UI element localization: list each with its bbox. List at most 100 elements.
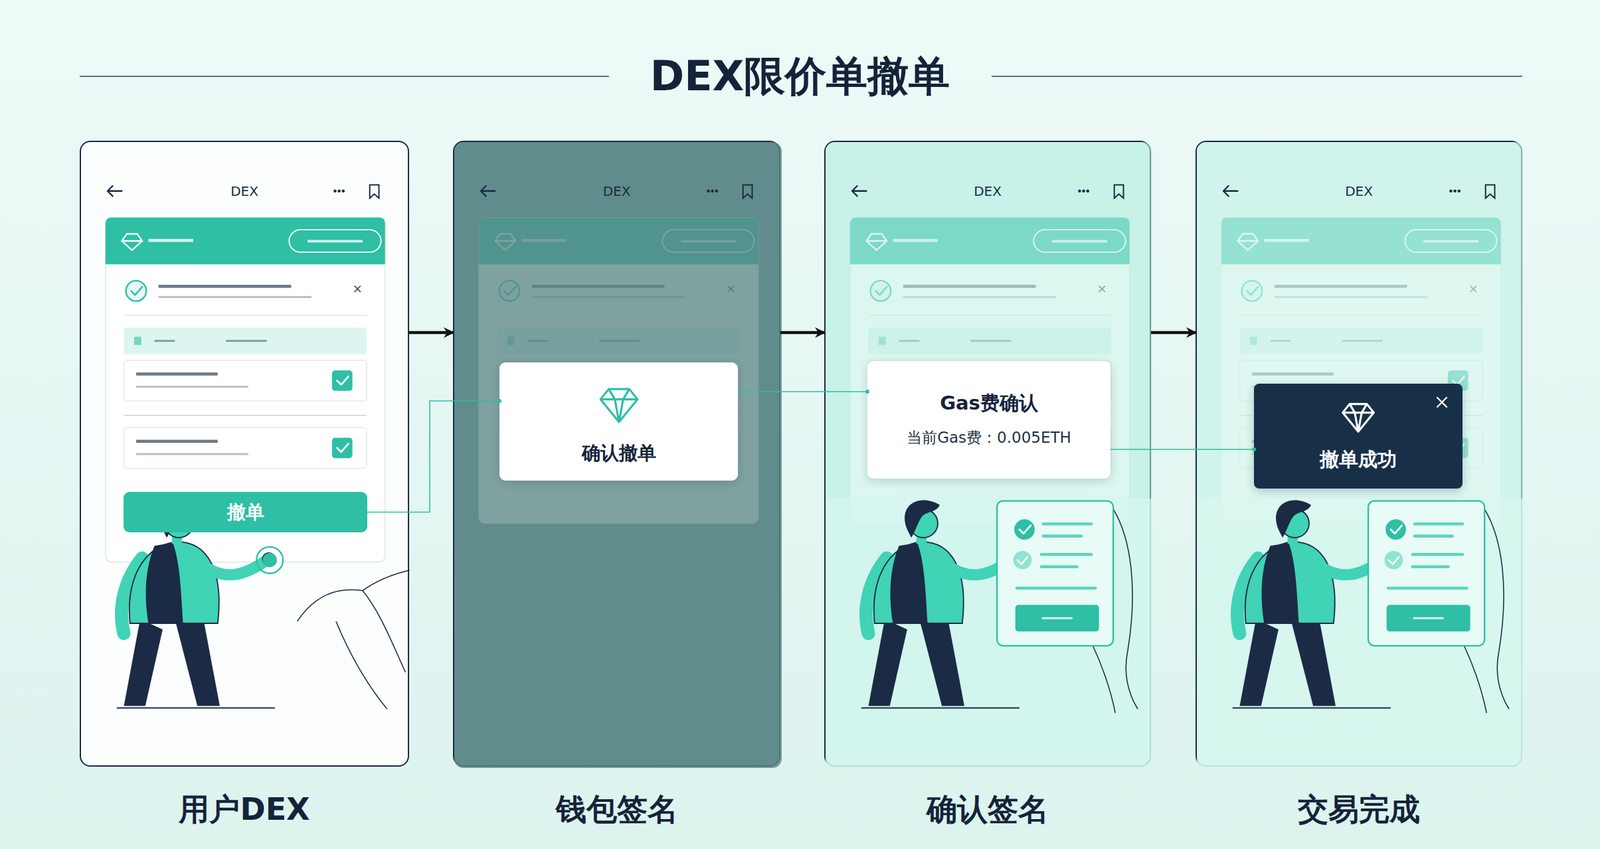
vest bbox=[890, 543, 928, 624]
screen-header: DEX bbox=[81, 181, 408, 201]
torso bbox=[1245, 541, 1335, 624]
vest bbox=[1261, 543, 1300, 624]
flow-connector bbox=[367, 401, 500, 513]
bookmark-icon bbox=[1114, 185, 1124, 199]
diagram-title: DEX限价单撤单 bbox=[0, 52, 1600, 101]
text-bar bbox=[1411, 553, 1465, 557]
app-card bbox=[105, 217, 386, 563]
ground-line bbox=[861, 708, 1020, 710]
text-bar bbox=[1413, 522, 1465, 527]
bookmark-icon bbox=[369, 185, 380, 199]
separator bbox=[124, 415, 368, 417]
text-bar bbox=[1042, 617, 1073, 620]
menu-dot bbox=[710, 189, 714, 193]
menu-dot bbox=[1449, 189, 1453, 193]
menu-dot bbox=[1077, 189, 1082, 193]
logo-mark bbox=[121, 233, 143, 251]
tap-ring bbox=[256, 547, 283, 574]
screen-header: DEX bbox=[454, 181, 780, 201]
title-rule bbox=[79, 75, 610, 78]
text-bar bbox=[1413, 534, 1454, 538]
card-button bbox=[1386, 605, 1471, 632]
phone-screen: DEX用户DEX撤单 bbox=[79, 140, 410, 768]
bookmark-icon bbox=[1485, 185, 1496, 199]
text-bar bbox=[1040, 565, 1079, 569]
screen-art bbox=[105, 185, 410, 711]
text-bar bbox=[154, 340, 176, 343]
check-circle bbox=[1014, 519, 1035, 540]
step-arrow bbox=[409, 331, 453, 335]
card-frame bbox=[996, 501, 1114, 647]
gem-icon bbox=[1331, 396, 1385, 444]
screen-art bbox=[1196, 142, 1524, 769]
button-label: 撤单 bbox=[123, 492, 368, 533]
text-bar bbox=[1015, 587, 1098, 591]
card-button bbox=[1015, 605, 1100, 632]
screen-art bbox=[825, 142, 1153, 769]
text-bar bbox=[225, 340, 267, 343]
menu-dot bbox=[341, 189, 345, 193]
separator bbox=[124, 314, 368, 317]
gem-icon bbox=[592, 384, 646, 432]
text-bar bbox=[136, 440, 218, 444]
flow-connector bbox=[737, 391, 868, 393]
check-mark bbox=[1388, 557, 1399, 565]
screen-header: DEX bbox=[825, 181, 1150, 201]
right-leg bbox=[919, 619, 965, 707]
phone-screen: DEX钱包签名确认撤单 bbox=[452, 140, 781, 768]
text-bar bbox=[136, 452, 249, 455]
tab-icon bbox=[134, 336, 142, 345]
list-row bbox=[124, 427, 368, 469]
hand-outline bbox=[297, 570, 410, 710]
dialog-title: Gas费确认 bbox=[867, 389, 1111, 417]
back-arrow bbox=[852, 185, 867, 196]
check-mark bbox=[1017, 557, 1028, 565]
check-mark bbox=[1019, 526, 1031, 534]
menu-dot bbox=[1085, 189, 1090, 193]
text-bar bbox=[158, 296, 312, 299]
bookmark-icon bbox=[743, 185, 753, 199]
screen-art bbox=[454, 142, 782, 769]
text-bar bbox=[136, 385, 249, 388]
ground-line bbox=[116, 708, 275, 710]
torso bbox=[129, 541, 220, 624]
gem-outline bbox=[1342, 404, 1375, 433]
pill-outline bbox=[288, 229, 381, 253]
torso bbox=[874, 541, 964, 624]
back-arrow bbox=[480, 185, 496, 196]
step-caption: 确认签名 bbox=[825, 789, 1150, 830]
check-mark bbox=[337, 376, 349, 385]
action-button: 撤单 bbox=[123, 492, 368, 533]
step-arrow bbox=[780, 331, 825, 335]
dialog-title: 确认撤单 bbox=[499, 440, 738, 467]
right-leg bbox=[1290, 619, 1336, 707]
dialog-box: Gas费确认当前Gas费：0.005ETH bbox=[867, 361, 1111, 479]
check-circle bbox=[1385, 519, 1407, 540]
connector-dot bbox=[497, 399, 502, 404]
ground-line bbox=[1232, 708, 1391, 710]
back-arrow bbox=[1223, 185, 1239, 196]
menu-dot bbox=[337, 189, 341, 193]
dialog-title: 撤单成功 bbox=[1253, 446, 1463, 473]
close-mark bbox=[1437, 397, 1447, 408]
menu-dot bbox=[1081, 189, 1086, 193]
text-bar bbox=[1386, 587, 1469, 591]
text-bar bbox=[1042, 522, 1094, 527]
step-caption: 钱包签名 bbox=[454, 789, 780, 830]
step-caption: 交易完成 bbox=[1196, 789, 1521, 830]
dialog-box: 确认撤单 bbox=[499, 362, 738, 481]
checklist-card bbox=[996, 501, 1138, 714]
screen-illustration bbox=[81, 142, 411, 769]
text-bar bbox=[307, 239, 363, 243]
back-arrow bbox=[107, 185, 123, 196]
title-rule bbox=[991, 75, 1523, 78]
phone-screen: DEX确认签名Gas费确认当前Gas费：0.005ETH bbox=[824, 140, 1152, 768]
dim-overlay bbox=[454, 142, 782, 769]
step-arrow bbox=[1151, 331, 1196, 335]
text-bar bbox=[1413, 617, 1444, 620]
menu-dot bbox=[1453, 189, 1457, 193]
text-bar bbox=[148, 239, 194, 243]
tab-band bbox=[124, 328, 368, 355]
text-bar bbox=[1040, 553, 1094, 557]
